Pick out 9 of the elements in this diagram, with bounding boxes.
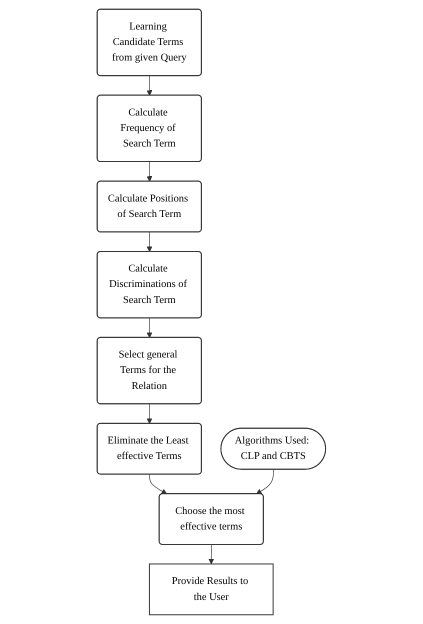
arrow: [146, 76, 152, 96]
arrow: [149, 474, 168, 494]
node-box: Provide Results to the User: [149, 564, 274, 616]
arrow: [146, 404, 152, 424]
arrow: [256, 469, 274, 494]
arrow: [146, 162, 152, 182]
arrow: [146, 232, 152, 252]
arrow: [208, 544, 214, 564]
arrow: [146, 318, 152, 338]
